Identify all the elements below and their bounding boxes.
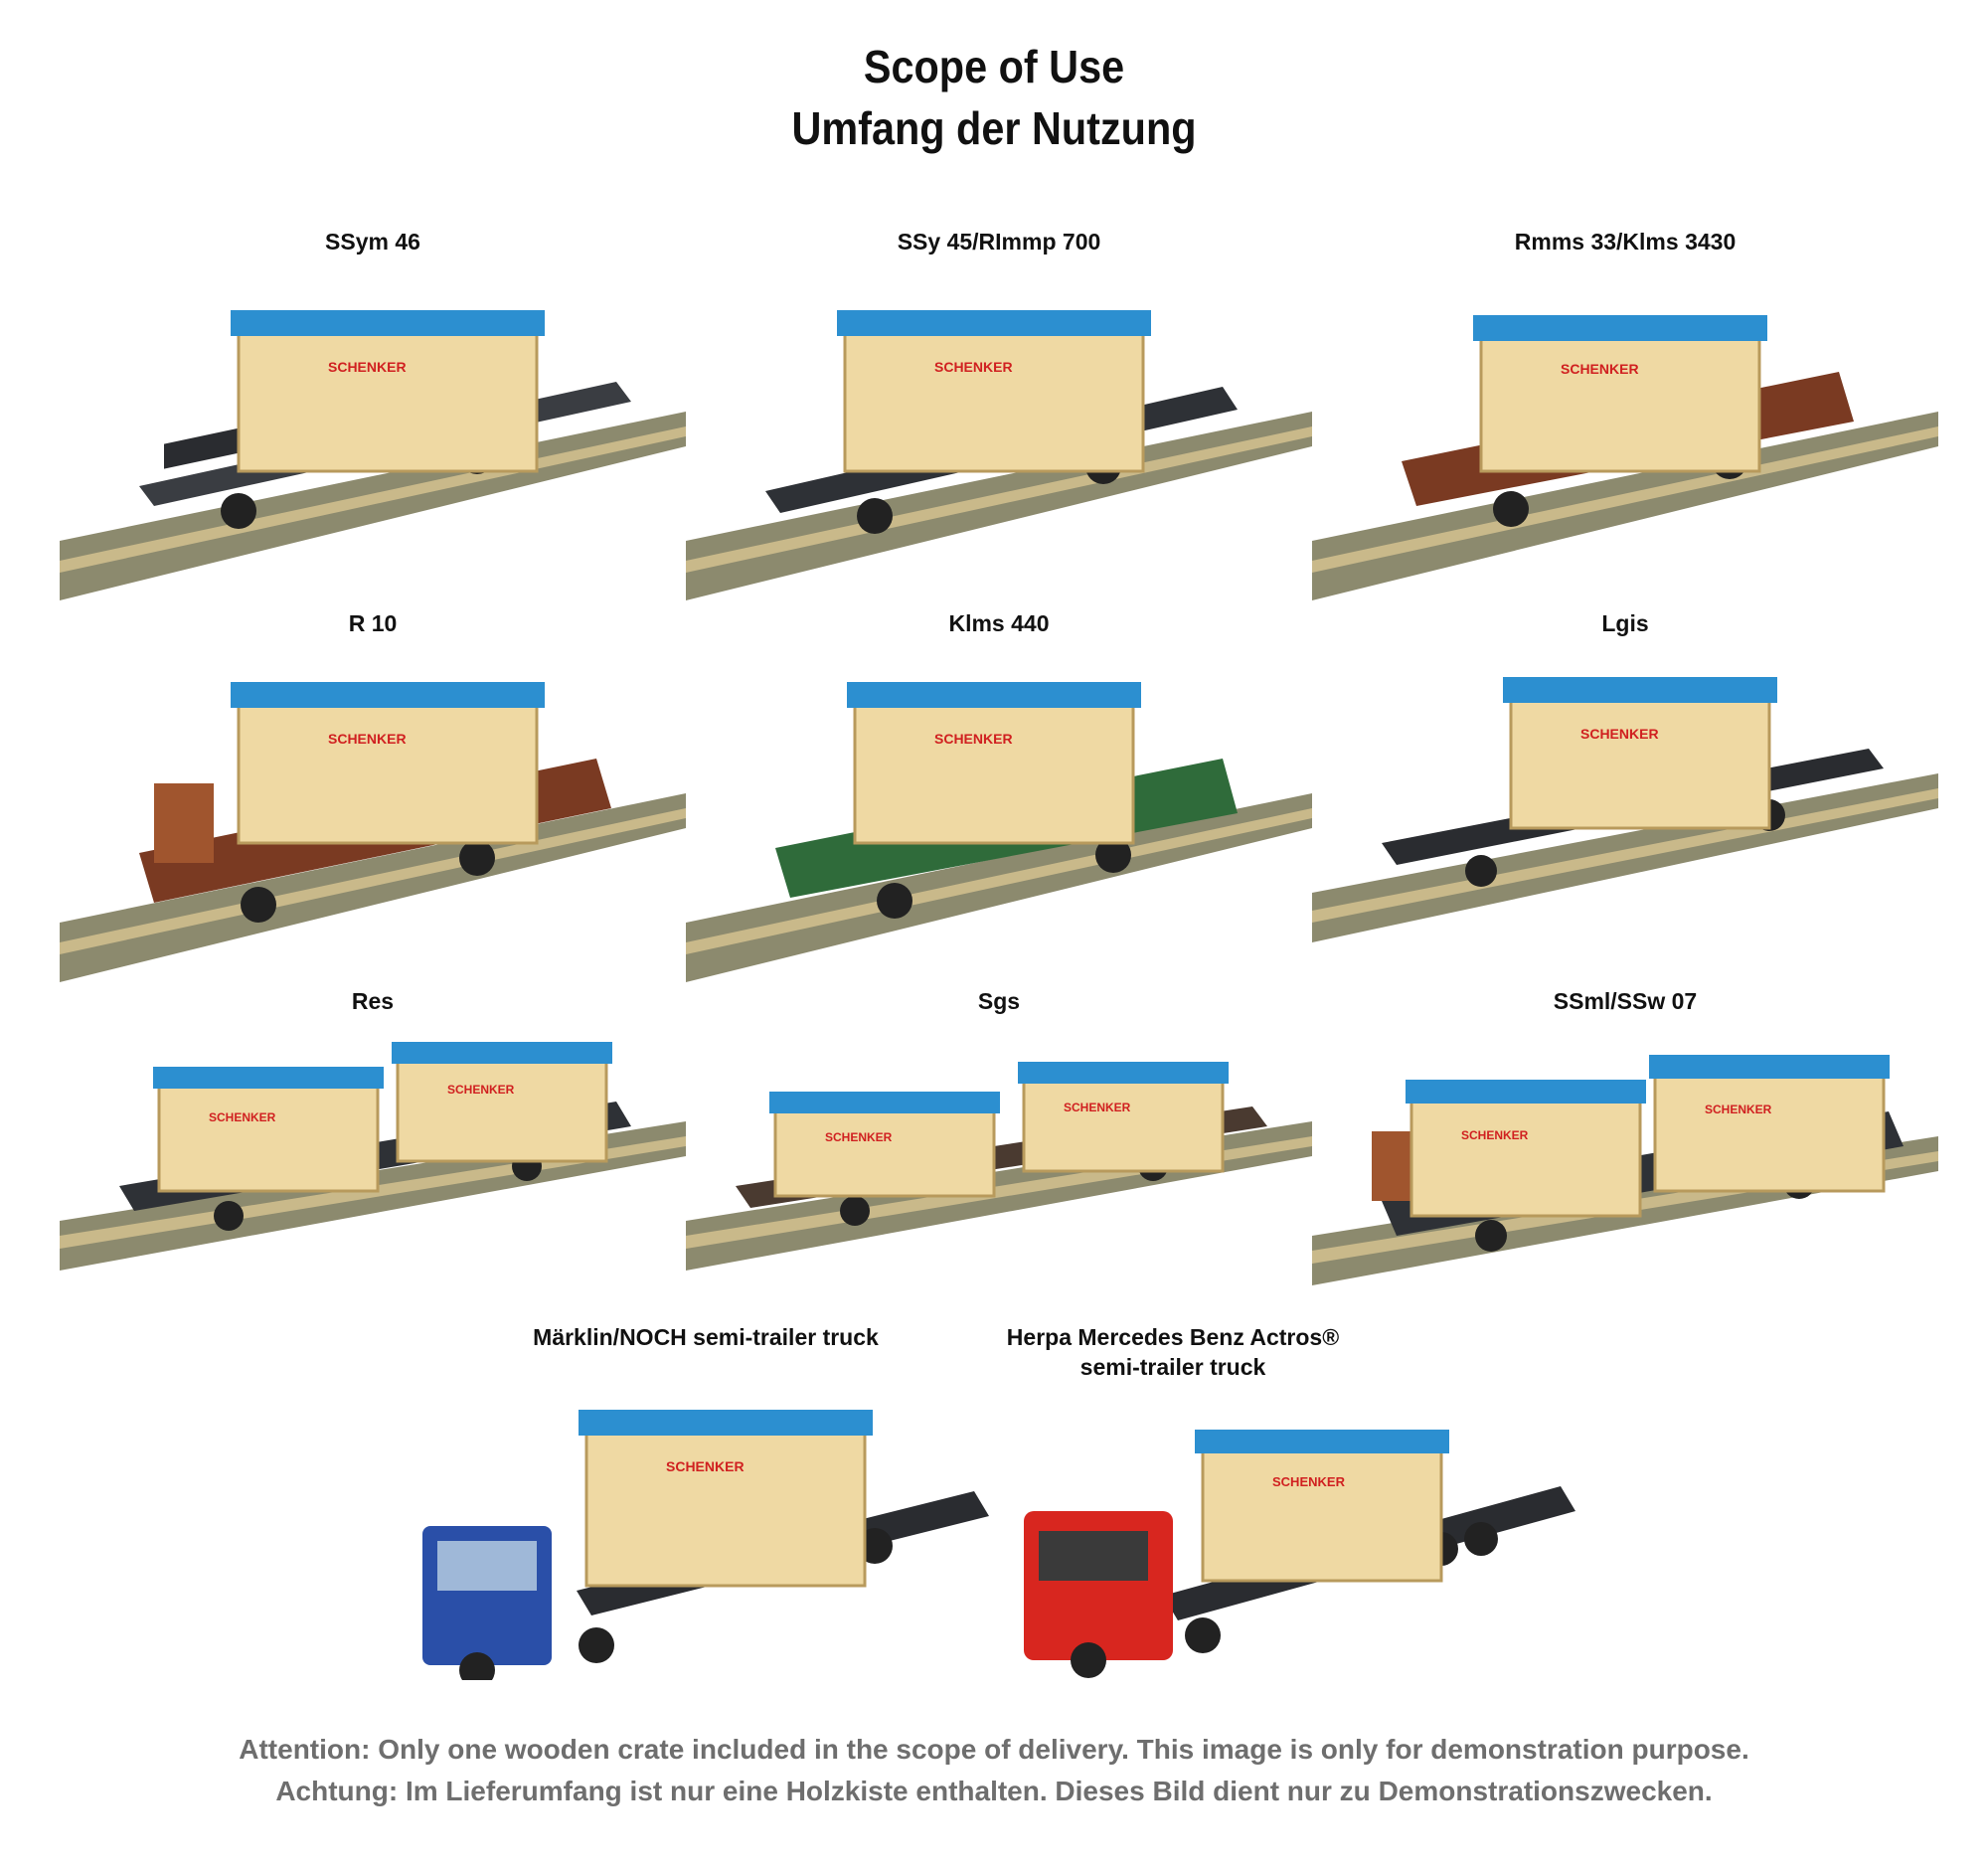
crate-brand-text: SCHENKER (1272, 1474, 1346, 1489)
wagon-photo: SCHENKER (1312, 315, 1938, 600)
wagon-label: SSml/SSw 07 (1553, 988, 1698, 1014)
wooden-crate: SCHENKER (231, 682, 545, 845)
rail-track (1312, 412, 1938, 600)
wooden-crate: SCHENKER (1406, 1080, 1646, 1218)
crate-brand-text: SCHENKER (1705, 1103, 1772, 1116)
wagon-label: Klms 440 (948, 610, 1050, 636)
disclaimer-en: Attention: Only one wooden crate include… (239, 1734, 1749, 1765)
wagon-photo: SCHENKER (1312, 677, 1938, 942)
crate-brand-text: SCHENKER (1064, 1101, 1131, 1114)
wagon-label: Lgis (1601, 610, 1649, 636)
crate-brand-text: SCHENKER (209, 1110, 276, 1124)
wagon-cell-ssym46: SSym 46 SCHENKER (60, 227, 686, 600)
wagon-cell-ssy45: SSy 45/RImmp 700 SCHENKER (686, 227, 1312, 600)
crate-brand-text: SCHENKER (1461, 1128, 1529, 1142)
wooden-crate: SCHENKER (392, 1042, 612, 1163)
truck-cell-herpa-actros: Herpa Mercedes Benz Actros® semi-trailer… (1004, 1322, 1620, 1680)
disclaimer-de: Achtung: Im Lieferumfang ist nur eine Ho… (275, 1776, 1713, 1806)
wagon-photo: SCHENKER (686, 682, 1312, 982)
truck-cab (422, 1526, 614, 1680)
wagon-photo: SCHENKER (60, 310, 686, 600)
rail-track (686, 793, 1312, 982)
wagon-label: Res (351, 988, 395, 1014)
wagon-label: R 10 (348, 610, 398, 636)
crate-brand-text: SCHENKER (1561, 361, 1639, 377)
wooden-crate: SCHENKER (1503, 677, 1777, 830)
wooden-crate: SCHENKER (579, 1410, 873, 1588)
wooden-crate: SCHENKER (837, 310, 1151, 473)
wagon-cell-r10: R 10 SCHENKER (60, 608, 686, 982)
wagon-label: SSy 45/RImmp 700 (897, 229, 1101, 255)
wagon-label: Sgs (977, 988, 1021, 1014)
wagon-cell-rmms33: Rmms 33/Klms 3430 SCHENKER (1312, 227, 1938, 600)
truck-cab (1024, 1511, 1221, 1678)
wooden-crate: SCHENKER (1649, 1055, 1890, 1193)
wagon-photo: SCHENKER SCHENKER (60, 1042, 686, 1271)
crate-brand-text: SCHENKER (666, 1458, 745, 1474)
truck-photo: SCHENKER (422, 1410, 989, 1680)
wagon-photo: SCHENKER SCHENKER (1312, 1055, 1938, 1285)
crate-brand-text: SCHENKER (934, 359, 1013, 375)
rail-track (686, 412, 1312, 600)
wooden-crate: SCHENKER (1473, 315, 1767, 473)
crate-brand-text: SCHENKER (934, 731, 1013, 747)
wooden-crate: SCHENKER (769, 1092, 1000, 1198)
truck-photo: SCHENKER (1024, 1430, 1575, 1678)
crate-brand-text: SCHENKER (328, 731, 407, 747)
wagon-cell-res: Res SCHENKER SCHENKER (60, 986, 686, 1284)
wagon-photo: SCHENKER (60, 682, 686, 982)
wagon-photo: SCHENKER (686, 310, 1312, 600)
crate-brand-text: SCHENKER (825, 1130, 893, 1144)
wooden-crate: SCHENKER (847, 682, 1141, 845)
wagon-cell-lgis: Lgis SCHENKER (1312, 608, 1938, 976)
crate-brand-text: SCHENKER (1580, 726, 1659, 742)
page-subtitle: Umfang der Nutzung (791, 102, 1197, 154)
truck-label: Herpa Mercedes Benz Actros® (1006, 1324, 1340, 1350)
crate-brand-text: SCHENKER (328, 359, 407, 375)
wagon-cell-sgs: Sgs SCHENKER SCHENKER (686, 986, 1312, 1284)
crate-brand-text: SCHENKER (447, 1083, 515, 1097)
truck-cell-maerklin-noch: Märklin/NOCH semi-trailer truck SCHENKER (417, 1322, 994, 1680)
wooden-crate: SCHENKER (1018, 1062, 1229, 1173)
truck-label: Märklin/NOCH semi-trailer truck (533, 1324, 879, 1350)
wagon-photo: SCHENKER SCHENKER (686, 1062, 1312, 1271)
wagon-label: Rmms 33/Klms 3430 (1514, 229, 1737, 255)
wooden-crate: SCHENKER (231, 310, 545, 473)
wagon-cell-ssml07: SSml/SSw 07 SCHENKER SCHENKER (1312, 986, 1938, 1304)
page-title: Scope of Use (863, 41, 1125, 92)
truck-label-line2: semi-trailer truck (1079, 1354, 1266, 1380)
wagon-label: SSym 46 (325, 229, 420, 255)
wooden-crate: SCHENKER (1195, 1430, 1449, 1583)
wagon-cell-klms440: Klms 440 SCHENKER (686, 608, 1312, 982)
wooden-crate: SCHENKER (153, 1067, 384, 1193)
